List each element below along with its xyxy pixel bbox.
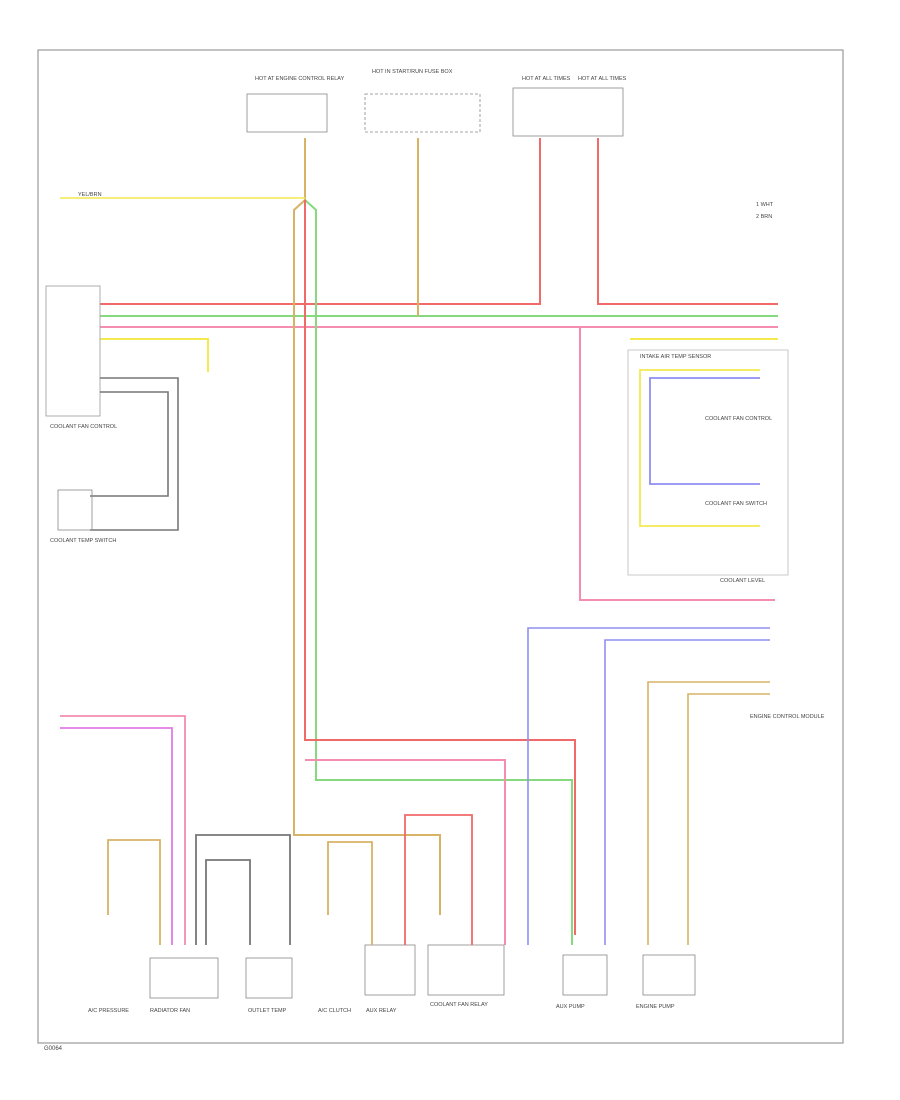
bottom-label-8: ENGINE PUMP (636, 1004, 675, 1010)
top-right-fuse-block (512, 87, 624, 137)
top-connector-blocks (246, 87, 624, 137)
right-sw-label: COOLANT FAN SWITCH (705, 501, 767, 507)
right-sensor-label: INTAKE AIR TEMP SENSOR (640, 354, 711, 360)
bottom-label-1: A/C PRESSURE (88, 1008, 129, 1014)
left-control-module (45, 285, 101, 417)
right-control-box (627, 349, 789, 576)
wire-yellow-top-label: YEL/BRN (78, 192, 102, 198)
feed-left-red (304, 200, 576, 935)
right-yellow-loop (639, 369, 760, 527)
bus-red-right (597, 138, 778, 305)
bottom-tan-loop-mid (327, 841, 373, 945)
top-right-label-b: HOT AT ALL TIMES (578, 76, 627, 82)
bus-wires (100, 138, 778, 601)
legend-1: 1 WHT (756, 202, 774, 208)
bottom-label-2: RADIATOR FAN (150, 1008, 190, 1014)
bottom-module-pump (562, 954, 608, 996)
bottom-tan-loop-left (107, 839, 161, 945)
left-gray-wires (90, 377, 179, 531)
top-right-label-a: HOT AT ALL TIMES (522, 76, 571, 82)
bottom-label-5: AUX RELAY (366, 1008, 397, 1014)
right-mid-label: ENGINE CONTROL MODULE (750, 714, 825, 720)
top-left-fuse-block (246, 93, 328, 133)
left-coolant-switch (57, 489, 93, 531)
bottom-module-fan (149, 957, 219, 999)
right-ctrl-label: COOLANT FAN CONTROL (705, 416, 772, 422)
bottom-label-3: OUTLET TEMP (248, 1008, 287, 1014)
bottom-module-sensor (245, 957, 293, 999)
right-blue-drop-a (527, 627, 770, 945)
feed-pink-drop (305, 759, 506, 945)
top-mid-fuse-block (364, 93, 481, 133)
top-mid-label: HOT IN START/RUN FUSE BOX (372, 69, 453, 75)
bottom-gray-loop (195, 834, 291, 945)
bus-pink (100, 326, 775, 601)
wire-magenta-bottom-left (60, 727, 173, 945)
bottom-components (149, 944, 696, 999)
bottom-module-relay-a (364, 944, 416, 996)
bottom-red-loop (404, 814, 473, 945)
bottom-module-relay-b (427, 944, 505, 996)
left-ctrl-label: COOLANT FAN CONTROL (50, 424, 117, 430)
right-bottom-label: COOLANT LEVEL (720, 578, 765, 584)
bottom-module-pump-b (642, 954, 696, 996)
bus-yellow (100, 338, 209, 372)
bottom-label-7: AUX PUMP (556, 1004, 585, 1010)
footer-code: G0064 (44, 1046, 63, 1052)
feed-left-tan (293, 138, 441, 915)
diagram-frame (37, 49, 844, 1044)
top-left-label: HOT AT ENGINE CONTROL RELAY (255, 76, 345, 82)
wire-pink-bottom-left (60, 715, 186, 945)
right-tan-drop-a (647, 681, 770, 945)
bottom-label-6: COOLANT FAN RELAY (430, 1002, 488, 1008)
legend-2: 2 BRN (756, 214, 772, 220)
right-blue-drop-b (604, 639, 770, 945)
vertical-feeds (293, 138, 576, 945)
right-blue-loop (649, 377, 760, 485)
left-switch-label: COOLANT TEMP SWITCH (50, 538, 116, 544)
right-tan-drop-b (687, 693, 770, 945)
bus-red-left (100, 138, 541, 305)
feed-left-green (304, 199, 573, 945)
bottom-label-4: A/C CLUTCH (318, 1008, 351, 1014)
